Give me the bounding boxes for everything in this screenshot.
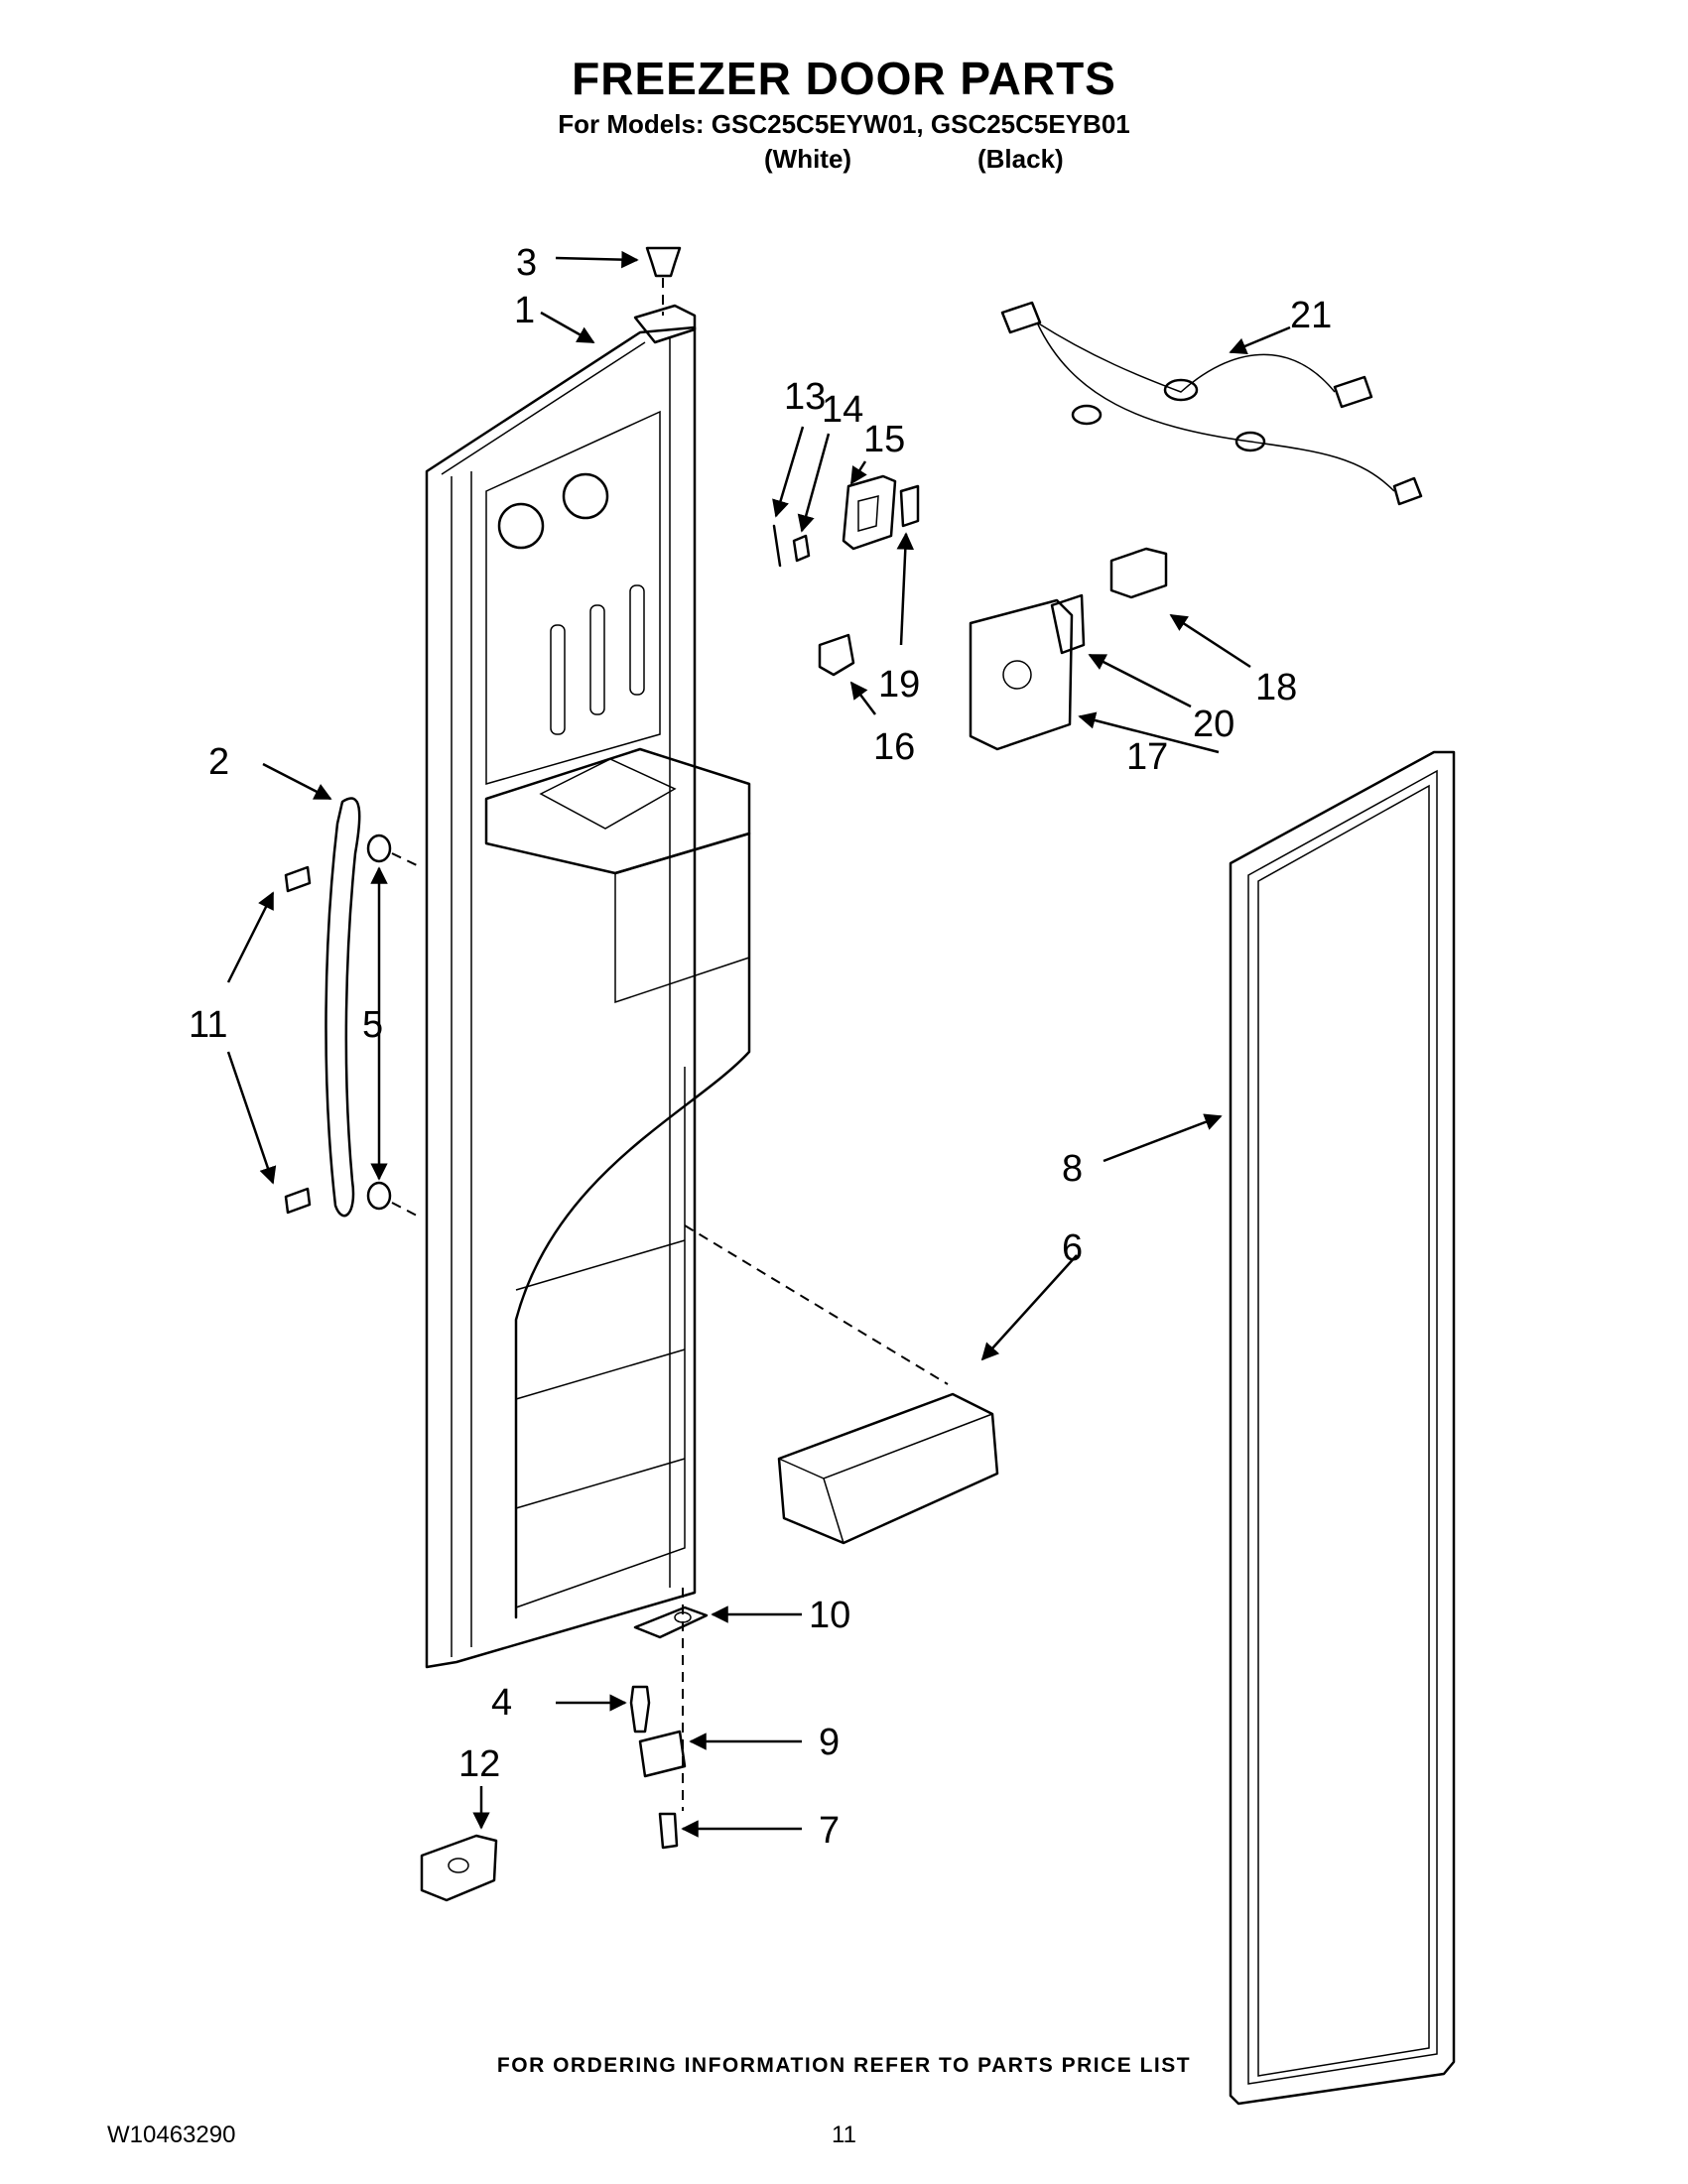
handle-assembly xyxy=(284,797,418,1218)
callout-18: 18 xyxy=(1255,667,1297,708)
ordering-note: FOR ORDERING INFORMATION REFER TO PARTS … xyxy=(496,2054,1192,2077)
bottom-hinge-parts xyxy=(420,1588,709,1902)
callout-8: 8 xyxy=(1062,1148,1083,1190)
leader-lines xyxy=(226,250,1291,1838)
callout-16: 16 xyxy=(873,726,915,768)
hinge-pin-part xyxy=(645,246,682,316)
callout-20: 20 xyxy=(1193,704,1234,745)
wire-harness-part xyxy=(1000,301,1423,506)
door-bin-part xyxy=(684,1224,999,1545)
callout-15: 15 xyxy=(863,419,905,460)
page-number: 11 xyxy=(832,2121,856,2148)
color-label-black: (Black) xyxy=(977,144,1064,174)
callout-10: 10 xyxy=(809,1595,850,1636)
page-title: FREEZER DOOR PARTS xyxy=(572,53,1116,104)
door-gasket-part xyxy=(1229,750,1456,2106)
callout-17: 17 xyxy=(1126,736,1168,778)
callout-3: 3 xyxy=(516,242,537,284)
callout-14: 14 xyxy=(822,389,863,431)
dispenser-control-parts xyxy=(772,474,1168,751)
callout-4: 4 xyxy=(491,1682,512,1724)
models-subtitle: For Models: GSC25C5EYW01, GSC25C5EYB01 xyxy=(558,109,1130,139)
callout-13: 13 xyxy=(784,376,826,418)
callout-12: 12 xyxy=(458,1743,500,1785)
callout-19: 19 xyxy=(878,664,920,706)
callout-1: 1 xyxy=(514,290,535,331)
callout-5: 5 xyxy=(362,1004,383,1046)
callout-7: 7 xyxy=(819,1810,840,1852)
color-label-white: (White) xyxy=(764,144,852,174)
callout-labels: 3 1 2 11 5 4 12 10 9 7 6 8 13 14 15 19 1… xyxy=(189,242,1332,1852)
callout-11: 11 xyxy=(189,1004,227,1046)
callout-9: 9 xyxy=(819,1722,840,1763)
callout-6: 6 xyxy=(1062,1227,1083,1269)
document-number: W10463290 xyxy=(107,2121,236,2148)
freezer-door-part xyxy=(425,304,751,1669)
callout-2: 2 xyxy=(208,741,229,783)
callout-21: 21 xyxy=(1290,295,1332,336)
